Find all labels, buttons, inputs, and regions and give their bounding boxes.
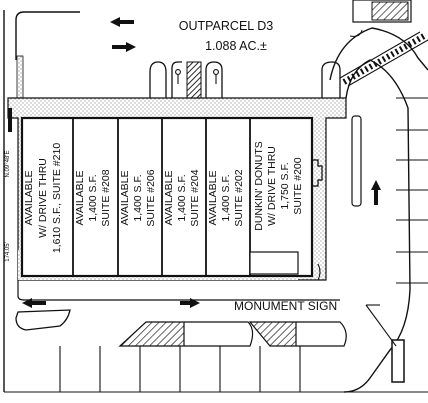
suite-partitions [72, 118, 251, 276]
suite-tenant: DUNKIN' DONUTS [253, 141, 265, 231]
suite-label-208: AVAILABLE 1,400 S.F. SUITE #208 [74, 169, 112, 226]
parking-edge [15, 11, 80, 60]
parking-island [296, 321, 347, 347]
monument-sign-shape [391, 339, 405, 383]
hatched-island [118, 321, 185, 347]
traffic-arrow-west [110, 17, 134, 27]
suite-size: 1,400 S.F. [132, 174, 144, 221]
monument-sign-label: MONUMENT SIGN [234, 299, 337, 313]
parking-island-tip [205, 61, 223, 98]
suite-number: SUITE #200 [292, 157, 304, 214]
parking-island-tip [171, 61, 182, 98]
suite-number: SUITE #208 [100, 169, 112, 226]
parking-stall-lines [396, 97, 428, 284]
suite-label-210: AVAILABLE W/ DRIVE THRU 1,610 S.F., SUIT… [23, 143, 63, 253]
parking-island-tip [149, 61, 167, 98]
suite-status: AVAILABLE [119, 170, 131, 225]
hatched-island [248, 321, 297, 347]
suite-status: AVAILABLE [207, 170, 219, 225]
suite-status: AVAILABLE [23, 170, 35, 225]
median-island [351, 115, 362, 207]
suite-status: AVAILABLE [74, 170, 86, 225]
parking-island [16, 55, 24, 105]
parking-island [184, 321, 254, 347]
suite-feature: W/ DRIVE THRU [37, 158, 49, 238]
accessible-parking-symbol [175, 69, 219, 84]
parking-island-tip [321, 61, 341, 98]
suite-feature: W/ DRIVE THRU [266, 146, 278, 226]
suite-size: 1,400 S.F. [220, 174, 232, 221]
parking-stall-lines-south [59, 346, 301, 392]
leader-line [365, 304, 397, 347]
site-corner-box-hatch [371, 1, 409, 21]
suite-number: SUITE #202 [233, 169, 245, 226]
suite-size: 1,400 S.F. [87, 174, 99, 221]
traffic-arrow-west [22, 298, 46, 308]
traffic-arrow-east [112, 42, 136, 52]
crosswalk [339, 31, 428, 87]
accessible-aisle [186, 61, 202, 99]
bearing-label: N.09°48'E [5, 151, 11, 178]
suite-size: 1,610 S.F., SUITE #210 [51, 143, 63, 253]
traffic-arrow-east [180, 298, 200, 308]
curb [317, 263, 321, 281]
suite-label-200: DUNKIN' DONUTS W/ DRIVE THRU 1,750 S.F. … [253, 141, 304, 231]
traffic-arrow-north [371, 180, 381, 205]
suite-label-206: AVAILABLE 1,400 S.F. SUITE #206 [119, 169, 157, 226]
dunkin-drive-thru-area [249, 251, 299, 275]
curb [349, 29, 363, 37]
suite-label-204: AVAILABLE 1,400 S.F. SUITE #204 [163, 169, 201, 226]
distance-label: 174.05' [5, 242, 11, 262]
suite-label-202: AVAILABLE 1,400 S.F. SUITE #202 [207, 169, 245, 226]
suite-number: SUITE #204 [189, 169, 201, 226]
suite-size: 1,400 S.F. [176, 174, 188, 221]
suite-size: 1,750 S.F. [279, 162, 291, 209]
landscape-island [15, 309, 71, 331]
column [8, 108, 12, 132]
drive-aisle-edge [17, 280, 340, 301]
building-outline [20, 116, 314, 278]
parcel-name: OUTPARCEL D3 [179, 19, 274, 33]
parcel-area: 1.088 AC.± [205, 39, 267, 53]
drive-thru-window [312, 159, 323, 187]
suite-status: AVAILABLE [163, 170, 175, 225]
suite-number: SUITE #206 [145, 169, 157, 226]
